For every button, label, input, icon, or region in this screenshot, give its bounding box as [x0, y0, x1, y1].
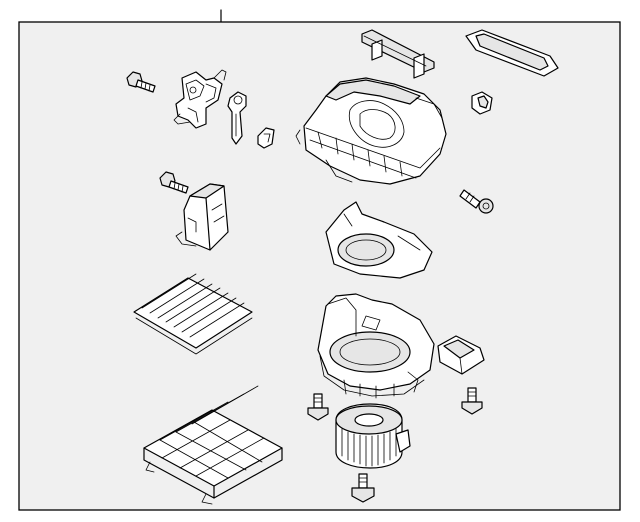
screw-upper-left — [126, 71, 156, 93]
cover-icon — [325, 201, 433, 279]
tray-icon-inner — [143, 385, 283, 505]
filter-icon — [133, 273, 253, 355]
actuator-bracket — [173, 69, 227, 129]
blower-motor-fan — [335, 403, 411, 469]
connector-icon — [437, 335, 485, 375]
screw-icon — [126, 71, 156, 93]
bolt-icon — [307, 393, 329, 421]
tray-icon — [143, 385, 283, 505]
inlet-cover — [325, 201, 433, 279]
connector — [437, 335, 485, 375]
screw-icon — [459, 189, 494, 214]
module-icon — [175, 183, 229, 251]
bolt-left — [307, 393, 329, 421]
diagram-frame — [18, 21, 621, 511]
screw-icon — [159, 171, 189, 194]
upper-case — [295, 77, 447, 185]
seal-strip — [361, 29, 435, 79]
bracket-icon — [173, 69, 227, 129]
housing-icon — [295, 77, 447, 185]
gasket-icon — [465, 29, 559, 77]
filter-tray — [143, 385, 283, 505]
scroll-housing — [317, 293, 435, 399]
resistor-module — [175, 183, 229, 251]
bolt-icon — [461, 387, 483, 415]
clip-icon — [471, 91, 493, 115]
retainer-clip — [471, 91, 493, 115]
cabin-air-filter — [133, 273, 253, 355]
bolt-bottom — [351, 473, 375, 503]
screw-middle-left — [159, 171, 189, 194]
housing-icon — [317, 293, 435, 399]
screw-right — [459, 189, 494, 214]
small-clip — [257, 127, 275, 149]
bolt-right — [461, 387, 483, 415]
fan-icon — [335, 403, 411, 469]
gasket-frame — [465, 29, 559, 77]
actuator-arm — [227, 91, 247, 145]
seal-icon — [361, 29, 435, 79]
lever-icon — [227, 91, 247, 145]
clip-icon — [257, 127, 275, 149]
bolt-icon — [351, 473, 375, 503]
